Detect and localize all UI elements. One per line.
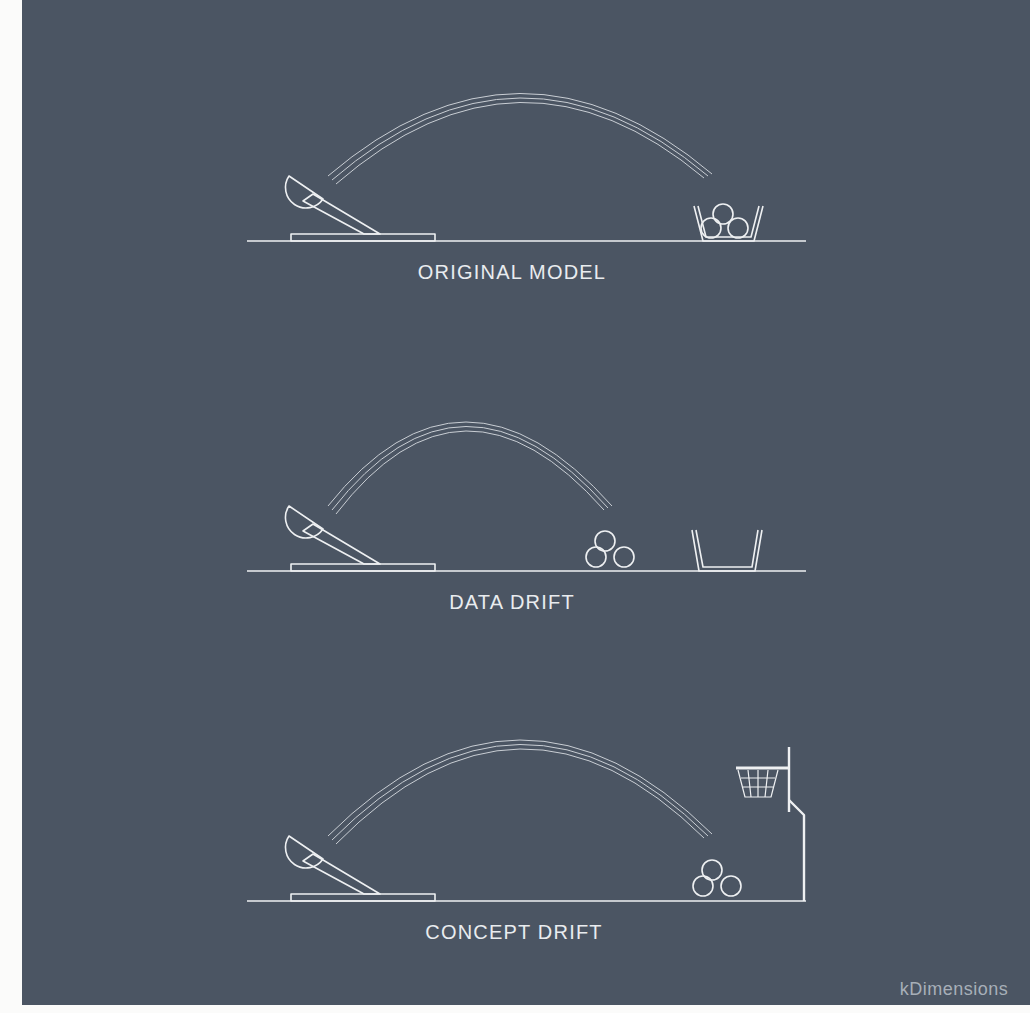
scene-caption: DATA DRIFT [449, 592, 575, 612]
trajectory-arc [328, 422, 612, 506]
catapult-arm [303, 854, 380, 894]
watermark: kDimensions [900, 980, 1009, 998]
catapult-base [291, 234, 435, 241]
basket [692, 530, 762, 571]
catapult-arm [303, 194, 380, 234]
scene-original [247, 93, 806, 241]
trajectory [328, 422, 612, 514]
ball [586, 547, 606, 567]
scene-data-drift [247, 422, 806, 571]
basket [694, 206, 763, 241]
hoop-pole [789, 800, 804, 901]
catapult-base [291, 894, 435, 901]
hoop-rim [736, 767, 789, 770]
trajectory [328, 93, 712, 184]
hoop-net [738, 770, 778, 797]
background-panel [22, 0, 1030, 1005]
ball [728, 218, 748, 238]
ball [701, 218, 721, 238]
trajectory-arc [328, 93, 712, 176]
catapult-arm [303, 524, 380, 564]
trajectory-arc [328, 740, 712, 836]
catapult-bowl [285, 836, 323, 868]
ball [721, 876, 741, 896]
trajectory-arc [336, 431, 604, 514]
scene-concept-drift [247, 740, 806, 901]
catapult-base [291, 564, 435, 571]
ball [614, 547, 634, 567]
trajectory [328, 740, 712, 844]
trajectory-arc [332, 744, 708, 840]
scene-caption: ORIGINAL MODEL [418, 262, 606, 282]
ball [693, 876, 713, 896]
basket [696, 530, 758, 567]
trajectory-arc [332, 426, 608, 510]
scene-caption: CONCEPT DRIFT [425, 922, 602, 942]
catapult-bowl [285, 176, 323, 208]
trajectory-arc [336, 102, 704, 184]
trajectory-arc [332, 98, 708, 180]
trajectory-arc [336, 749, 704, 844]
catapult-bowl [285, 506, 323, 538]
